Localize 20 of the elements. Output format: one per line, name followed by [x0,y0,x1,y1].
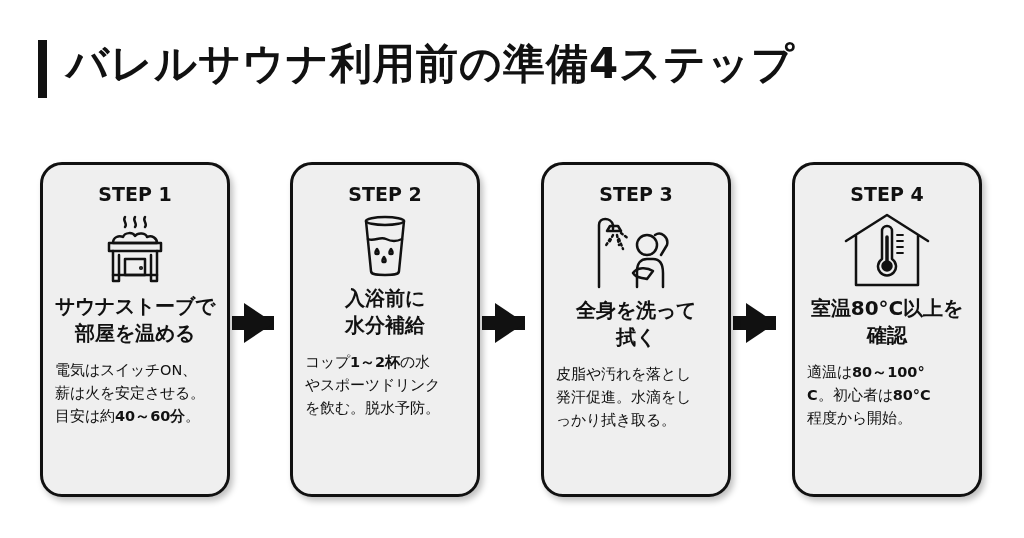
step-card [290,162,480,497]
step-card [792,162,982,497]
step-card [40,162,230,497]
step-heading: サウナストーブで部屋を温める [54,293,217,347]
arrow [733,303,776,343]
step-label: STEP 3 [599,183,673,205]
step-description: 皮脂や汚れを落とし発汗促進。水滴をしっかり拭き取る。 [556,365,692,431]
step-heading: 全身を洗って拭く [575,297,697,351]
step-label: STEP 4 [850,183,924,205]
step-description: コップ1～2杯の水やスポーツドリンクを飲む。脱水予防。 [305,353,441,419]
step-heading: 入浴前に水分補給 [343,285,426,339]
step-card [541,162,731,497]
step-heading: 室温80°C以上を確認 [809,295,965,349]
step-label: STEP 2 [348,183,422,205]
title: バレルサウナ利用前の準備4ステップ [66,38,796,90]
step-description: 電気はスイッチON、薪は火を安定させる。目安は約40～60分。 [55,361,206,427]
arrow [232,303,274,343]
step-label: STEP 1 [98,183,172,205]
arrow [482,303,525,343]
step-description: 適温は80～100°C。初心者は80°C程度から開始。 [807,363,932,429]
